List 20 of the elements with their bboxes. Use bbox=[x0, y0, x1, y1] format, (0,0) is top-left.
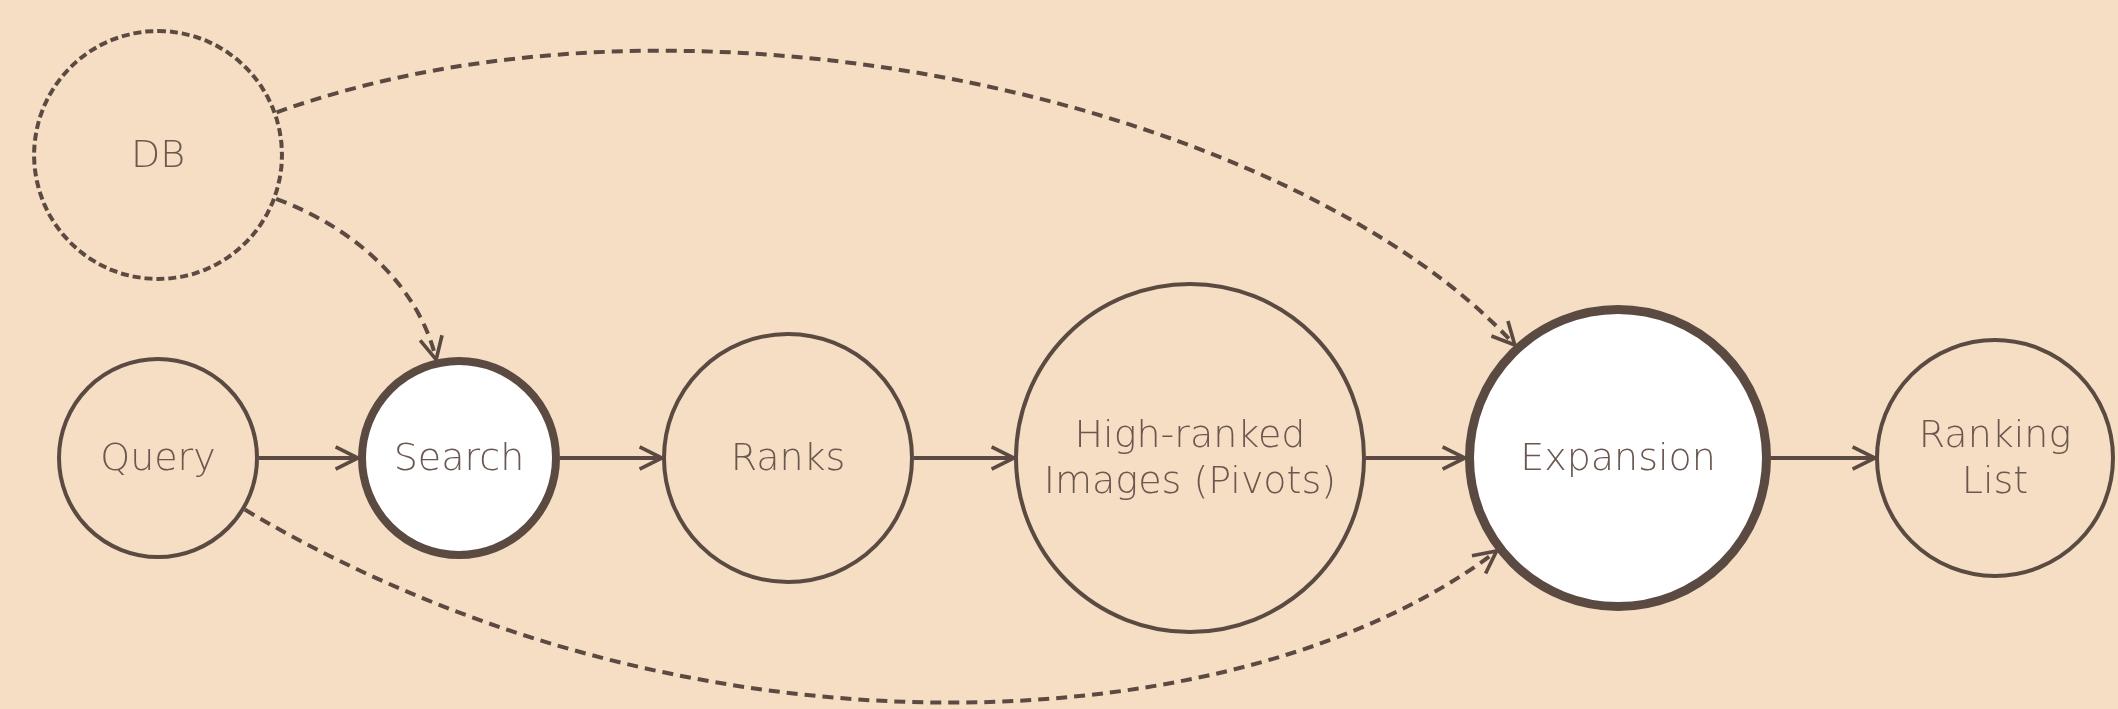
arrow bbox=[276, 49, 1517, 347]
arrow bbox=[1366, 445, 1467, 471]
arrow bbox=[243, 507, 1499, 705]
arrow bbox=[560, 445, 664, 471]
arrow bbox=[1771, 445, 1877, 471]
node-label: Ranking List bbox=[1917, 412, 2073, 504]
node-label: High-ranked Images (Pivots) bbox=[1042, 412, 1338, 504]
node-label: Search bbox=[392, 435, 526, 481]
arrow bbox=[259, 445, 360, 471]
circle-node bbox=[32, 29, 284, 281]
circle-node bbox=[662, 332, 914, 584]
arrow bbox=[275, 197, 443, 362]
circle-node bbox=[1014, 282, 1366, 634]
node-label: DB bbox=[129, 132, 187, 178]
node-label: Expansion bbox=[1519, 435, 1717, 481]
circle-node bbox=[1875, 338, 2115, 578]
circle-node bbox=[57, 357, 259, 559]
node-label: Query bbox=[99, 435, 217, 481]
node-label: Ranks bbox=[729, 435, 847, 481]
arrow bbox=[914, 445, 1016, 471]
